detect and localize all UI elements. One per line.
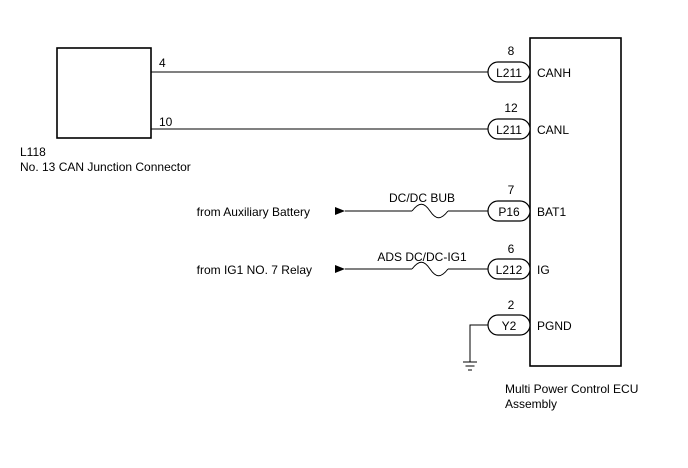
junction-connector: L118 No. 13 CAN Junction Connector 4 10 xyxy=(20,47,191,174)
connector-code: L211 xyxy=(496,66,522,80)
terminal-label: CANH xyxy=(537,66,571,80)
circuit-ig: from IG1 NO. 7 Relay ADS DC/DC-IG1 L212 … xyxy=(197,242,550,280)
circuit-bat1: from Auxiliary Battery DC/DC BUB P16 7 B… xyxy=(197,183,566,222)
junction-connector-code: L118 xyxy=(20,145,46,159)
fuse-icon xyxy=(411,203,449,219)
junction-pin-canh: 4 xyxy=(159,56,166,70)
terminal-label: PGND xyxy=(537,319,572,333)
source-label: from IG1 NO. 7 Relay xyxy=(197,263,312,277)
connector-code: Y2 xyxy=(502,319,517,333)
terminal-label: CANL xyxy=(537,123,569,137)
ecu: Multi Power Control ECU Assembly xyxy=(505,37,638,411)
pin-number: 12 xyxy=(504,101,518,115)
connector-plug xyxy=(487,200,531,222)
junction-connector-box xyxy=(56,47,152,139)
terminal-label: BAT1 xyxy=(537,205,566,219)
pin-number: 2 xyxy=(508,298,515,312)
circuit-canl: L211 12 CANL xyxy=(151,101,569,140)
pin-number: 8 xyxy=(508,44,515,58)
junction-pin-canl: 10 xyxy=(159,115,173,129)
fuse-label: ADS DC/DC-IG1 xyxy=(377,250,467,264)
connector-code: L211 xyxy=(496,123,522,137)
source-label: from Auxiliary Battery xyxy=(197,205,310,219)
connector-code: L212 xyxy=(496,263,523,277)
ecu-name-line1: Multi Power Control ECU xyxy=(505,382,638,396)
circuit-pgnd: Y2 2 PGND xyxy=(463,298,572,371)
fuse-label: DC/DC BUB xyxy=(389,191,455,205)
terminal-label: IG xyxy=(537,263,550,277)
circuit-canh: L211 8 CANH xyxy=(151,44,571,83)
connector-plug xyxy=(487,118,531,140)
pin-number: 6 xyxy=(508,242,515,256)
ground-icon xyxy=(463,361,477,371)
connector-plug xyxy=(487,258,531,280)
wire-ground xyxy=(469,324,488,362)
arrow-icon xyxy=(335,265,345,273)
ecu-box xyxy=(529,37,622,367)
arrow-icon xyxy=(335,207,345,215)
ecu-name-line2: Assembly xyxy=(505,397,557,411)
pin-number: 7 xyxy=(508,183,515,197)
connector-code: P16 xyxy=(498,205,520,219)
connector-plug xyxy=(487,61,531,83)
junction-connector-name: No. 13 CAN Junction Connector xyxy=(20,160,191,174)
fuse-icon xyxy=(411,261,449,277)
